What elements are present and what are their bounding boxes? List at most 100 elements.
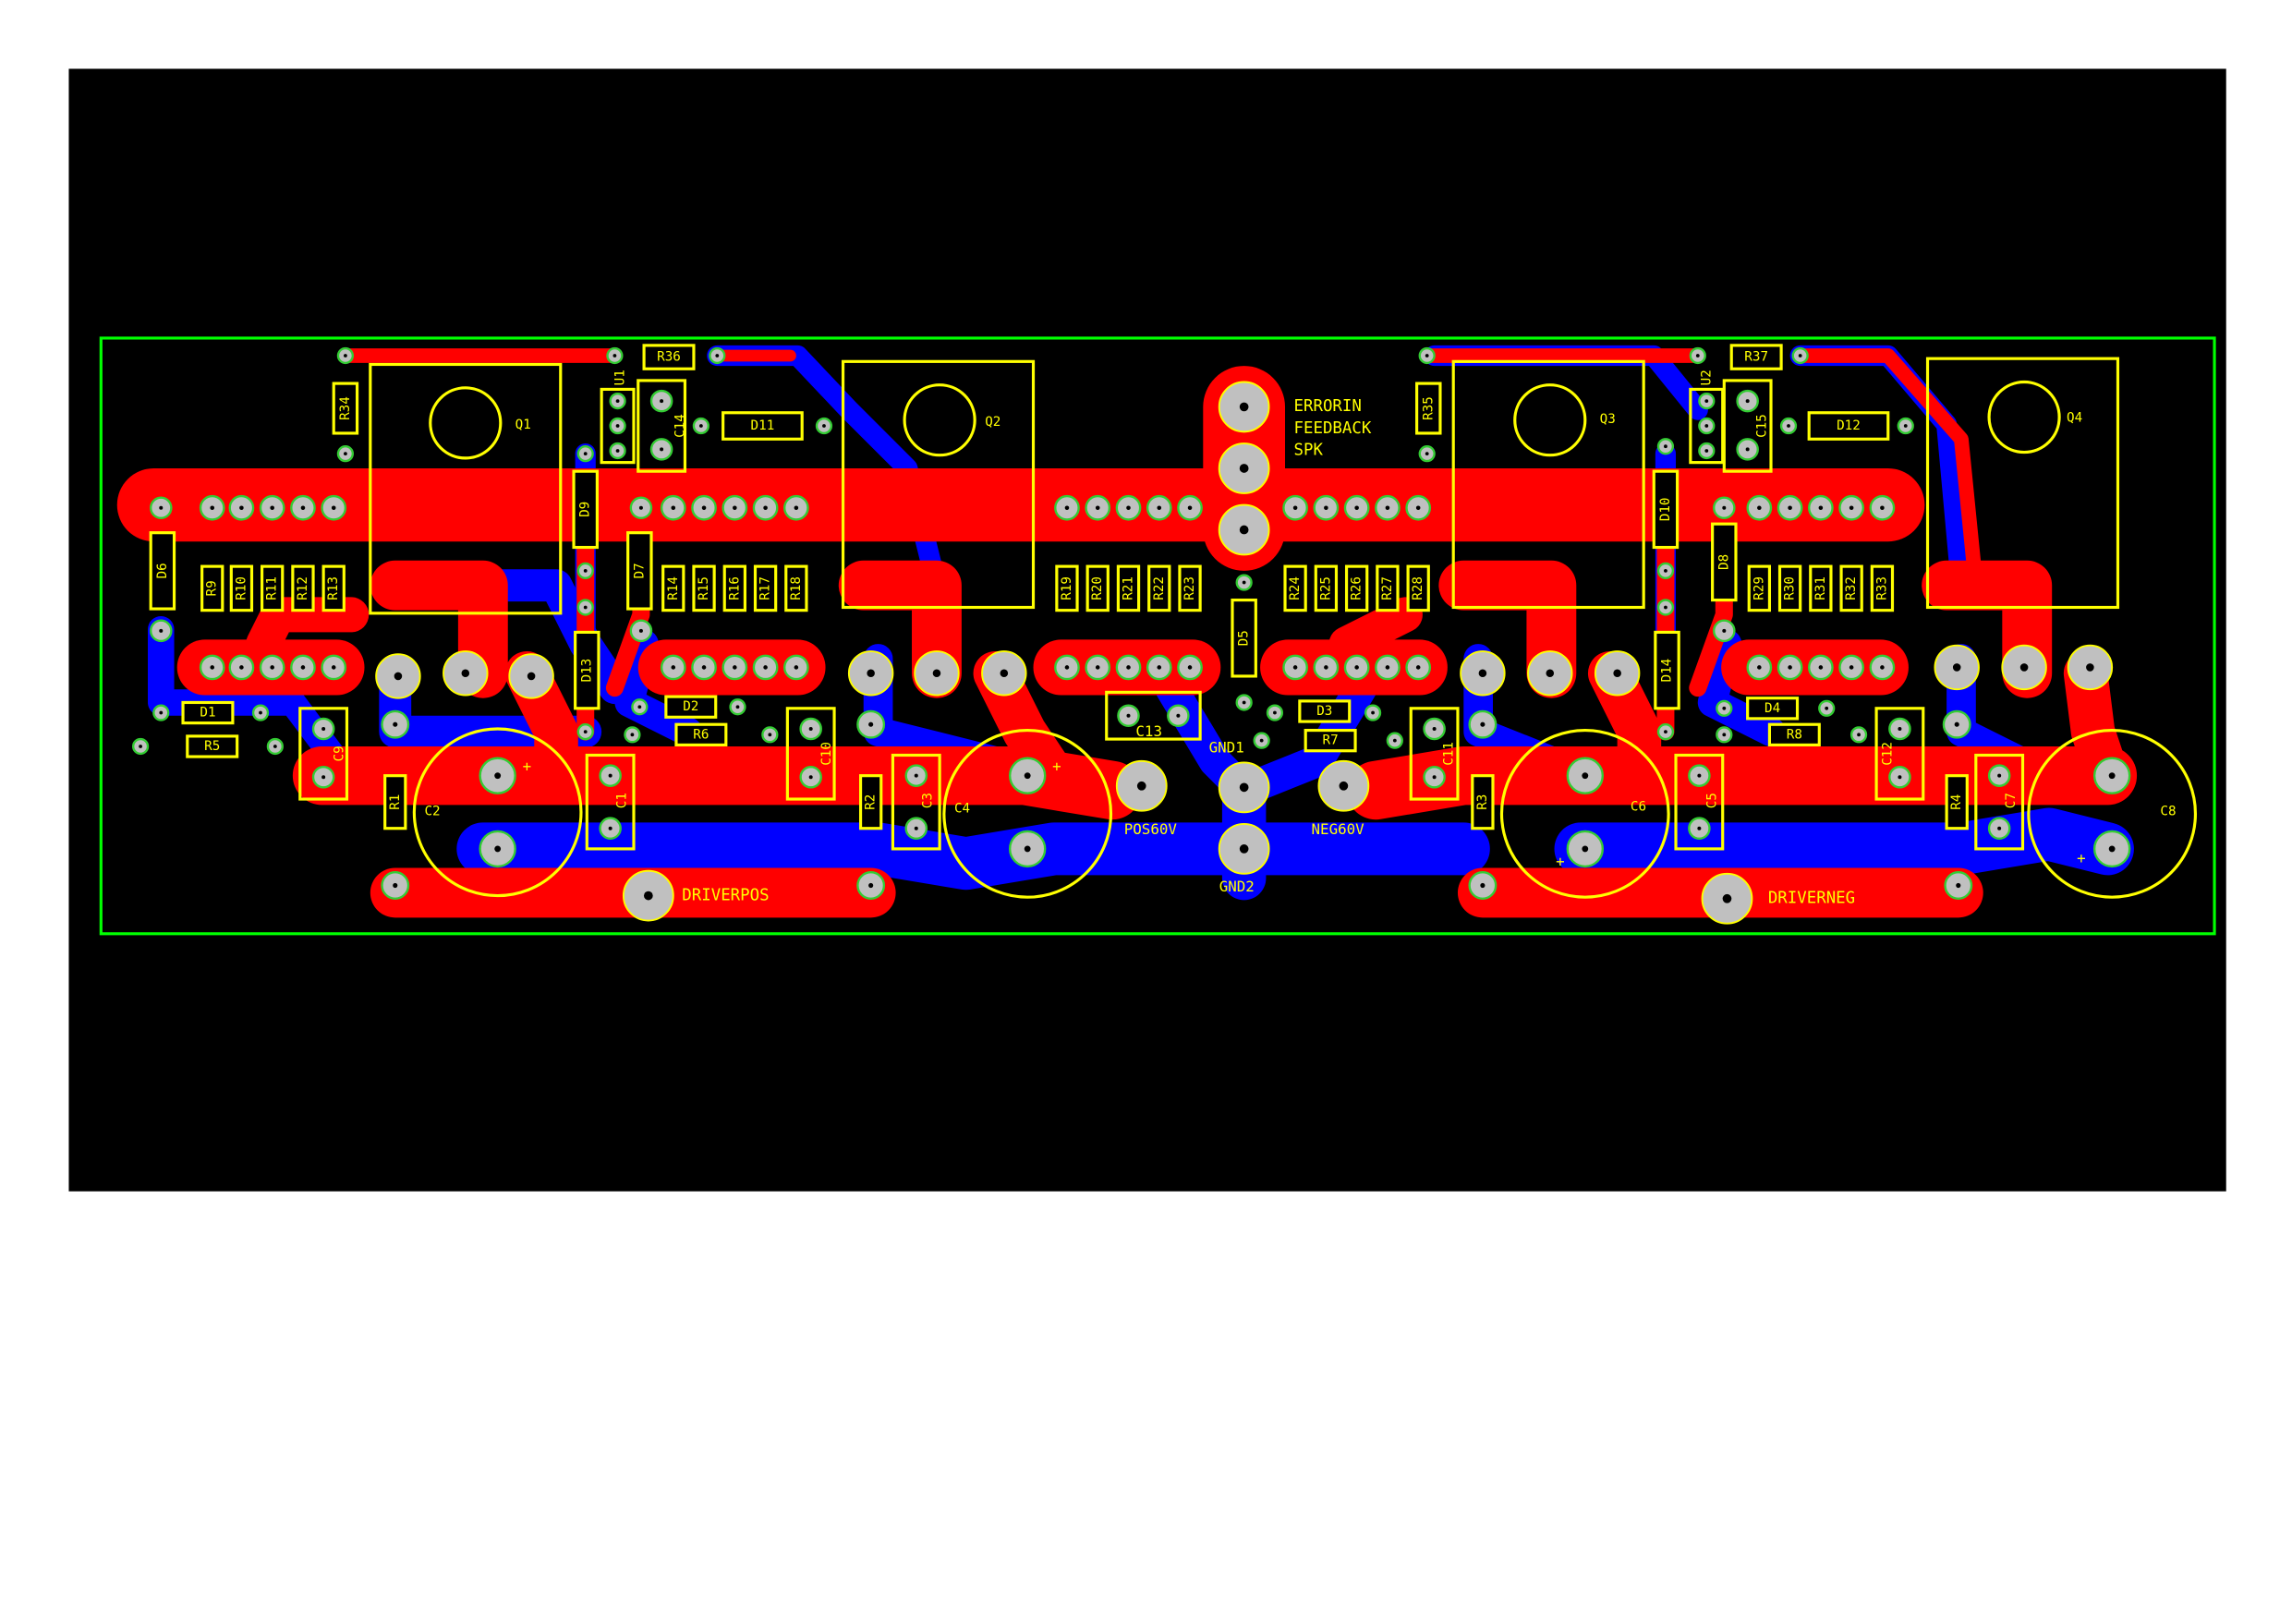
diode-d14-label: D14: [1660, 659, 1675, 683]
label-gnd1: GND1: [1209, 738, 1244, 756]
pad-smallcap-1: [599, 817, 622, 840]
diode-d1-label: D1: [200, 706, 215, 721]
pad-smallcap-6: [1987, 764, 2011, 787]
pad-r13-a: [321, 494, 347, 521]
resistor-r11-label: R11: [265, 576, 280, 600]
silkscreen-layer: [298, 357, 2198, 899]
pad-r10-b: [228, 654, 255, 681]
pad-r19-b: [1054, 654, 1080, 681]
pad-r12-b: [290, 654, 316, 681]
pad-misc-26: [624, 726, 641, 744]
resistor-r34-body: [332, 382, 359, 435]
resistor-r22-label: R22: [1152, 576, 1167, 600]
plus-c4: +: [1052, 757, 1061, 775]
pad-transistor-7: [1527, 650, 1573, 697]
resistor-r24-body: [1283, 564, 1307, 612]
pad-r12-a: [290, 494, 316, 521]
pad-misc-11: [1897, 417, 1914, 435]
capacitor-c1-outline: [585, 753, 636, 851]
pad-emitter-0: [381, 709, 410, 739]
pad-r26-a: [1343, 494, 1370, 521]
capacitor-c5-outline: [1674, 753, 1725, 851]
resistor-r15-label: R15: [697, 576, 711, 600]
pad-misc-35: [1818, 699, 1836, 717]
pad-transistor-3: [847, 650, 894, 697]
pad-r19-a: [1054, 494, 1080, 521]
resistor-r25-label: R25: [1318, 576, 1333, 600]
pad-r17-b: [752, 654, 779, 681]
resistor-r22-body: [1147, 564, 1171, 612]
diode-d7-body: [626, 531, 653, 611]
pad-spk: [1218, 503, 1270, 556]
pad-smallcap-17: [1167, 704, 1190, 728]
regulator-u2-outline: [1689, 387, 1725, 465]
pad-rail-0: [381, 871, 410, 900]
resistor-r32-body: [1839, 564, 1863, 612]
pad-r21-b: [1115, 654, 1142, 681]
diode-d5-body: [1231, 598, 1257, 678]
pad-driverpos: [622, 869, 674, 922]
pad-r32-b: [1838, 654, 1865, 681]
plus-c8: +: [2077, 850, 2086, 867]
label-q4: Q4: [2067, 410, 2082, 425]
pad-r10-a: [228, 494, 255, 521]
component-bodies: [149, 344, 1969, 830]
pad-r23-b: [1177, 654, 1203, 681]
pad-r9-a: [199, 494, 225, 521]
capacitor-c7-outline: [1974, 753, 2025, 851]
resistor-r1-body: [383, 774, 407, 830]
pad-smallcap-2: [904, 764, 928, 787]
pad-r24-a: [1282, 494, 1308, 521]
resistor-r33-body: [1870, 564, 1895, 612]
resistor-r6-label: R6: [693, 727, 709, 742]
pad-misc-4: [1418, 346, 1436, 365]
diode-d8-label: D8: [1716, 554, 1731, 570]
pad-misc-6: [1689, 346, 1706, 365]
pad-layer: [131, 346, 2131, 925]
pad-smallcap-16: [1117, 704, 1140, 728]
diode-d14-body: [1654, 630, 1680, 710]
diode-d12-label: D12: [1837, 418, 1861, 433]
pad-r24-b: [1282, 654, 1308, 681]
pad-smallcap-19: [649, 438, 673, 461]
pad-smallcap-12: [1423, 717, 1446, 741]
pad-misc-29: [1235, 694, 1253, 711]
pad-misc-9: [815, 417, 833, 435]
pad-smallcap-8: [311, 717, 335, 741]
board-outline: [99, 336, 2216, 936]
pad-transistor-6: [1460, 650, 1506, 697]
resistor-r5-label: R5: [204, 739, 220, 754]
pad-r23-a: [1177, 494, 1203, 521]
resistor-r19-label: R19: [1060, 576, 1074, 600]
resistor-r27-body: [1376, 564, 1400, 612]
pad-regulator-1: [609, 417, 626, 435]
resistor-r2-body: [858, 774, 883, 830]
resistor-r14-body: [661, 564, 685, 612]
pad-misc-34: [1716, 699, 1733, 717]
pad-r22-b: [1146, 654, 1172, 681]
resistor-r1-label: R1: [388, 794, 403, 810]
diode-d3-label: D3: [1316, 704, 1332, 719]
diode-d11-body: [722, 411, 804, 441]
resistor-r4-label: R4: [1949, 794, 1964, 810]
resistor-r9-body: [200, 564, 224, 612]
resistor-r11-body: [261, 564, 285, 612]
pad-smallcap-3: [904, 817, 928, 840]
pad-misc-17: [1656, 562, 1675, 579]
label-c13: C13: [1135, 722, 1162, 740]
diode-d10-label: D10: [1658, 497, 1673, 521]
pad-misc-13: [576, 562, 594, 579]
pad-r15-b: [691, 654, 717, 681]
pad-regulator-5: [1698, 442, 1716, 460]
pad-r11-b: [259, 654, 285, 681]
diode-d2-label: D2: [683, 699, 698, 714]
transistor-q1-hole: [429, 386, 503, 460]
resistor-r36-label: R36: [657, 350, 681, 365]
pad-misc-3: [709, 346, 726, 365]
pad-bus-2: [1713, 496, 1736, 520]
pad-misc-37: [1849, 726, 1868, 744]
resistor-r33-label: R33: [1874, 576, 1889, 600]
pad-regulator-0: [609, 392, 626, 410]
resistor-r8-label: R8: [1787, 727, 1802, 742]
